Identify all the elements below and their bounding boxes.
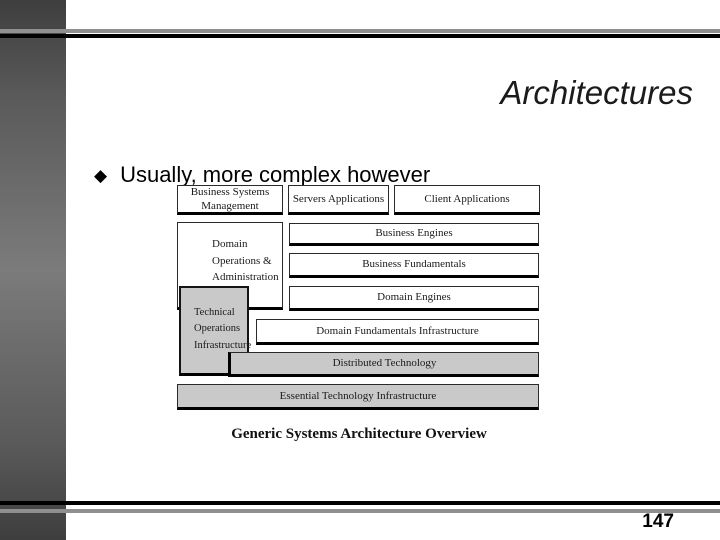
box-domain-engines: Domain Engines	[289, 286, 539, 311]
box-essential-technology-infrastructure: Essential Technology Infrastructure	[177, 384, 539, 410]
slide-title: Architectures	[500, 74, 693, 111]
top-rule-gray	[0, 29, 720, 33]
bullet-text: Usually, more complex however	[120, 162, 431, 187]
box-business-fundamentals: Business Fundamentals	[289, 253, 539, 278]
box-client-applications: Client Applications	[394, 185, 540, 215]
box-business-systems-management: Business Systems Management	[177, 185, 283, 215]
bottom-rule-black	[0, 501, 720, 505]
box-domain-fundamentals-infrastructure: Domain Fundamentals Infrastructure	[256, 319, 539, 345]
bottom-rule-gray	[0, 509, 720, 513]
box-servers-applications: Servers Applications	[288, 185, 389, 215]
diamond-bullet-icon: ◆	[94, 165, 108, 185]
architecture-diagram: Business Systems Management Servers Appl…	[177, 185, 541, 417]
sidebar-gradient-bar	[0, 0, 66, 540]
page-number: 147	[642, 511, 674, 532]
diagram-caption: Generic Systems Architecture Overview	[231, 426, 487, 442]
top-rule-black	[0, 34, 720, 38]
bullet-item: ◆ Usually, more complex however	[94, 162, 430, 188]
box-distributed-technology: Distributed Technology	[228, 352, 539, 377]
box-business-engines: Business Engines	[289, 223, 539, 246]
